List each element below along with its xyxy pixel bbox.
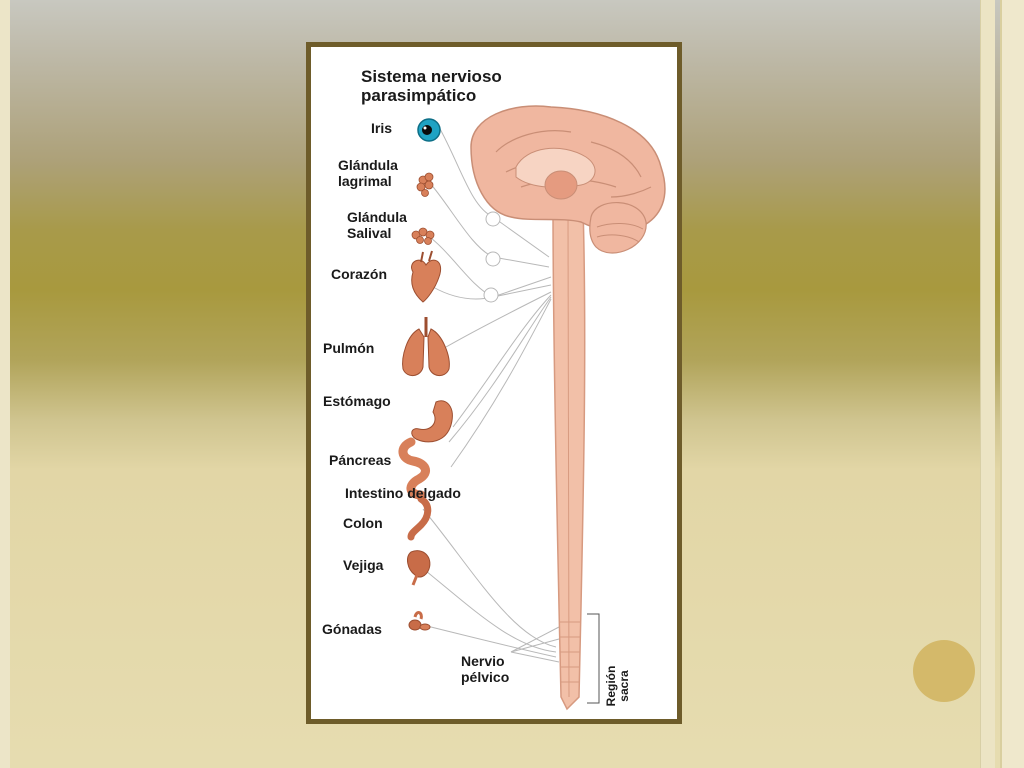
right-border-strip: [980, 0, 995, 768]
label-gonads: Gónadas: [322, 621, 382, 637]
label-lacrimal-gland: Glándula lagrimal: [338, 157, 398, 189]
label-stomach: Estómago: [323, 393, 391, 409]
diagram-artwork: [398, 105, 666, 711]
diagram-frame: Sistema nervioso parasimpático Iris Glán…: [306, 42, 682, 724]
label-sacral-region: Región sacra: [604, 647, 631, 717]
decorative-circle: [913, 640, 975, 702]
label-iris: Iris: [371, 120, 393, 136]
bladder-icon: [407, 550, 431, 586]
lungs-icon: [402, 317, 450, 376]
eye-icon: [417, 118, 441, 142]
brain: [470, 105, 666, 254]
gonads-icon: [408, 611, 431, 631]
colon-icon: [407, 495, 432, 541]
ganglia: [483, 211, 501, 303]
right-edge-strip: [1000, 0, 1024, 768]
left-border-strip: [0, 0, 10, 768]
label-salivary-gland: Glándula Salival: [347, 209, 407, 241]
label-small-intestine: Intestino delgado: [345, 485, 461, 501]
label-bladder: Vejiga: [343, 557, 384, 573]
label-colon: Colon: [343, 515, 383, 531]
heart-icon: [411, 259, 441, 303]
lacrimal-gland-icon: [416, 172, 434, 197]
stomach-icon: [411, 400, 453, 443]
label-pancreas: Páncreas: [329, 452, 392, 468]
sacral-bracket: [587, 613, 600, 704]
nerve-lines: [420, 126, 560, 663]
label-lung: Pulmón: [323, 340, 375, 356]
intestine-icon: [398, 437, 430, 500]
diagram-title: Sistema nervioso parasimpático: [361, 67, 502, 105]
sacral-segments: [560, 621, 581, 683]
label-heart: Corazón: [331, 266, 387, 282]
label-sacral-region-text: Región sacra: [604, 665, 631, 707]
label-pelvic-nerve: Nervio pélvico: [461, 653, 510, 685]
salivary-gland-icon: [411, 227, 435, 245]
